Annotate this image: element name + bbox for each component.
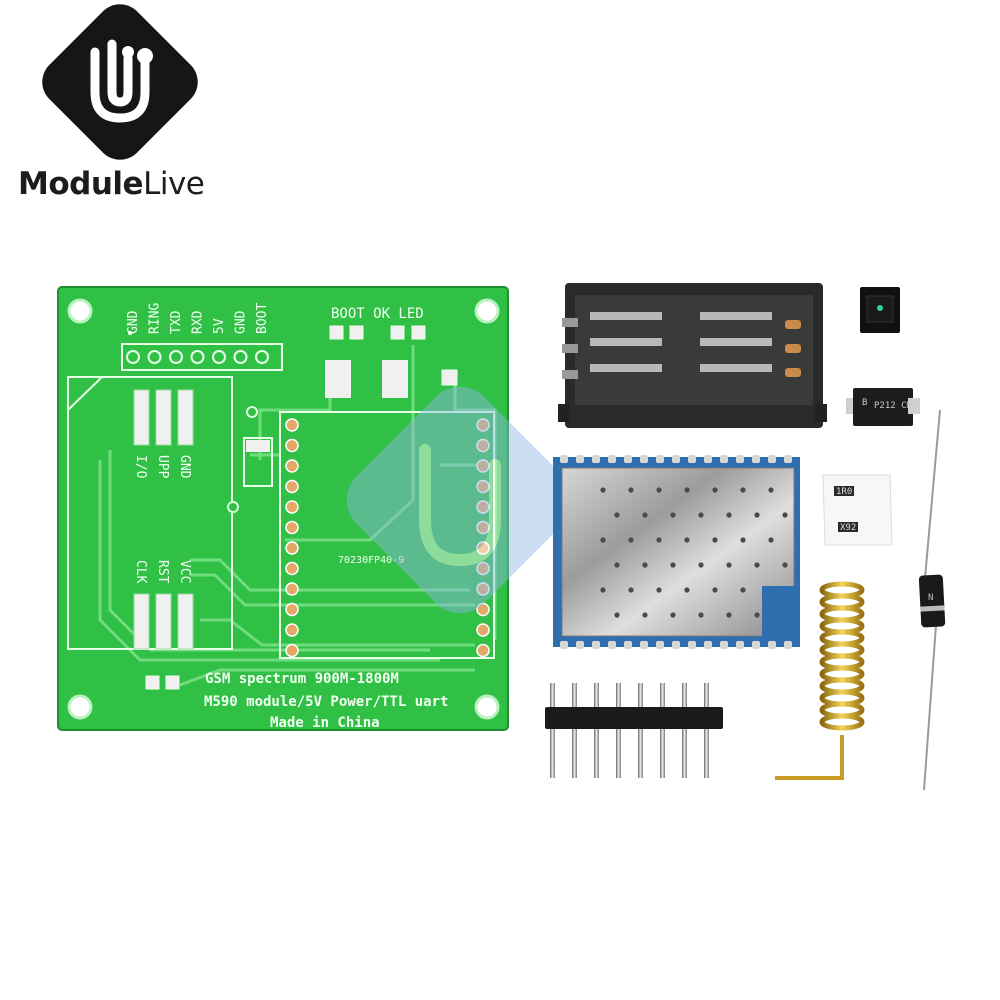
pcb-line1: GSM spectrum 900M-1800M bbox=[205, 671, 399, 687]
module-pad bbox=[476, 643, 490, 658]
sim-card-holder bbox=[558, 283, 827, 428]
brand-name-part2: Live bbox=[143, 166, 205, 202]
header-pin bbox=[682, 683, 687, 778]
gsm-module bbox=[553, 455, 800, 649]
module-pad bbox=[285, 561, 299, 576]
header-pin bbox=[594, 683, 599, 778]
header-pin bbox=[550, 683, 555, 778]
module-pad bbox=[285, 602, 299, 617]
header-pin-label: GND bbox=[126, 310, 141, 334]
sim-pin-label: UPP bbox=[155, 455, 170, 479]
header-pin-label: 5V bbox=[212, 318, 227, 334]
gsm-pcb-board: BOOT OK LED 70230FP40-9 GSM spectrum 900… bbox=[57, 286, 509, 731]
header-pin bbox=[704, 683, 709, 778]
smd-diode: B P212 CM bbox=[846, 388, 920, 426]
module-pad bbox=[476, 623, 490, 637]
sim-pin-label: RST bbox=[155, 560, 170, 584]
header-pin bbox=[660, 683, 665, 778]
module-pad bbox=[476, 479, 490, 494]
brand-logo-icon bbox=[42, 4, 198, 160]
smd-transistor bbox=[860, 287, 900, 333]
sim-pin-label: CLK bbox=[133, 560, 148, 584]
boot-led-label: BOOT OK LED bbox=[331, 306, 424, 322]
module-pad bbox=[476, 561, 490, 576]
sim-pin-labels-top: I/O UPP GND bbox=[133, 455, 192, 479]
module-pad bbox=[476, 582, 490, 596]
header-pin bbox=[638, 683, 643, 778]
module-pad bbox=[285, 500, 299, 514]
pcb-line2: M590 module/5V Power/TTL uart bbox=[204, 694, 448, 710]
brand-wordmark: ModuleLive bbox=[18, 166, 205, 202]
sim-pin-label: GND bbox=[177, 455, 192, 479]
module-pad bbox=[285, 438, 299, 453]
module-pad bbox=[476, 520, 490, 535]
rectifier-marking: N bbox=[928, 593, 933, 603]
mount-hole bbox=[67, 694, 93, 720]
sim-pin-label: I/O bbox=[133, 455, 148, 479]
sim-pin-label: VCC bbox=[177, 560, 192, 583]
module-pad bbox=[476, 541, 490, 555]
header-pin-label: TXD bbox=[169, 310, 184, 334]
smd-resistors: 1R0 X92 bbox=[822, 474, 893, 546]
module-pad bbox=[285, 459, 299, 473]
smd-diode-logo: B bbox=[862, 398, 867, 408]
mount-hole bbox=[474, 298, 500, 324]
smd-diode-marking: P212 CM bbox=[874, 401, 913, 411]
module-pad bbox=[476, 459, 490, 473]
pcb-line3: Made in China bbox=[270, 715, 380, 731]
header-pin-labels: GND RING TXD RXD 5V GND BOOT bbox=[126, 303, 270, 364]
module-pad bbox=[476, 438, 490, 453]
module-pad bbox=[285, 582, 299, 596]
sim-pin-labels-bottom: CLK RST VCC bbox=[133, 560, 192, 584]
header-pin-label: GND bbox=[234, 310, 249, 334]
module-pad bbox=[476, 418, 490, 432]
spring-antenna bbox=[775, 581, 865, 780]
brand-watermark-icon bbox=[346, 386, 574, 614]
module-pad bbox=[285, 541, 299, 555]
resistor-b-marking: X92 bbox=[840, 523, 856, 533]
module-pad bbox=[476, 602, 490, 617]
module-code-label: 70230FP40-9 bbox=[338, 555, 404, 566]
header-pin-label: BOOT bbox=[255, 303, 270, 334]
header-pin bbox=[572, 683, 577, 778]
module-pad bbox=[285, 643, 299, 658]
pin-header bbox=[545, 683, 723, 778]
mount-hole bbox=[474, 694, 500, 720]
header-pin bbox=[616, 683, 621, 778]
module-pad bbox=[285, 418, 299, 432]
header-pin-holes bbox=[121, 343, 283, 371]
module-pad bbox=[285, 623, 299, 637]
module-pad bbox=[476, 500, 490, 514]
mount-hole bbox=[67, 298, 93, 324]
header-pin-label: RING bbox=[148, 303, 163, 334]
brand-name-part1: Module bbox=[18, 166, 144, 202]
module-pad bbox=[285, 520, 299, 535]
resistor-a-marking: 1R0 bbox=[836, 487, 852, 497]
header-pin-label: RXD bbox=[191, 310, 206, 334]
module-pad bbox=[285, 479, 299, 494]
rectifier-diode: N bbox=[918, 409, 946, 791]
